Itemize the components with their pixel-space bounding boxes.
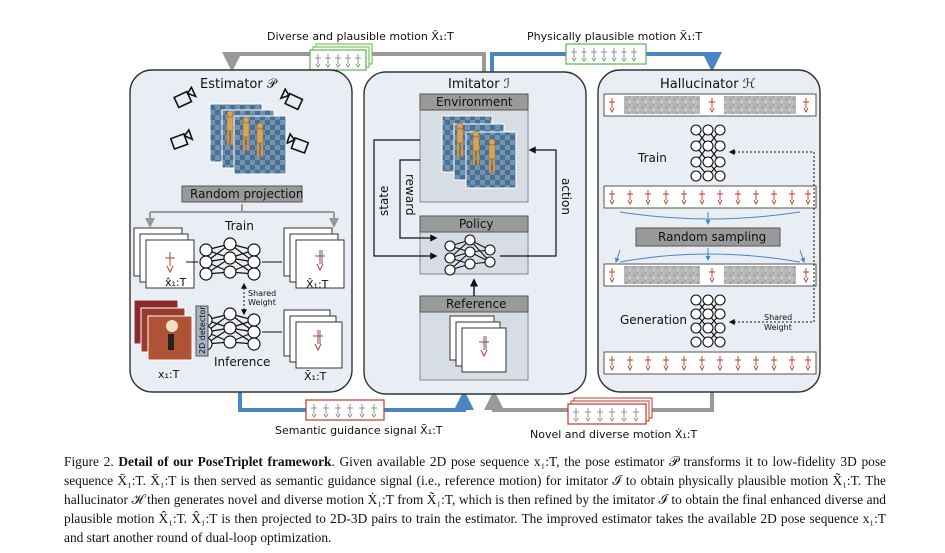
masked-sequence-top [603,93,817,117]
caption-fig: Figure 2. [64,454,114,469]
caption-bold: Detail of our PoseTriplet framework [118,454,332,469]
hallucinator-network-gen [690,294,726,348]
figure-caption: Figure 2. Detail of our PoseTriplet fram… [64,452,886,547]
estimator-title: Estimator 𝒫 [200,77,278,92]
camera-icon [169,85,310,155]
detector-box [195,305,209,357]
sampling-arrow-right [799,249,806,263]
x-hat-label: x̂₁:T [165,276,187,289]
detector-label: 2D detector [198,306,207,354]
action-arrow [500,146,557,257]
hallucinator-panel: Hallucinator ℋ Train [597,69,821,393]
hallucinator-network-train [690,124,726,182]
h-shared-weight-2: Weight [764,323,792,332]
motion-strip-bottom-right [567,397,653,425]
projection-branch [149,204,335,226]
arrow-estimator-to-imitator [238,392,306,412]
motion-strip-top-right [565,43,647,65]
hallucinator-train-label: Train [637,151,667,165]
state-arrow [373,139,438,260]
imitator-title: Imitator ℐ [448,77,510,92]
sampling-curve-top [619,211,801,220]
policy-header [419,215,529,233]
policy-network [444,234,496,276]
arrow-hallucinator-to-imitator [652,392,714,412]
arrow-to-hallucinator-end [646,52,722,72]
environment-scene-stack [441,115,517,189]
pose3d-output-stack [283,309,343,369]
policy-label: Policy [459,217,494,231]
reference-pose-stack [449,315,507,373]
reference-label: Reference [446,297,506,311]
caption-text: . Given available 2D pose sequence x₁:T,… [64,454,886,545]
generated-sequence [603,351,817,375]
state-label: state [377,186,391,216]
reward-arrow [399,159,438,242]
bottom-right-label: Novel and diverse motion Ẋ₁:T [530,428,697,441]
estimator-network-inference [199,307,261,351]
X-bar-label: X̄₁:T [304,370,327,383]
masked-sequence-bottom [603,263,817,287]
loop-arrows [222,52,722,412]
arrow-hallucinator-to-imitator-end [484,390,568,412]
arrow-estimator-to-imitator-end [384,390,474,412]
bottom-left-label: Semantic guidance signal X̄₁:T [275,424,443,437]
arrow-to-hallucinator-top [490,52,566,72]
input-photo-stack [133,299,193,361]
random-projection-label: Random projection [190,187,303,201]
shared-weight-2: Weight [248,298,276,307]
estimator-scene-stack [209,103,287,175]
reward-label: reward [403,174,417,216]
estimator-train-label: Train [224,219,254,233]
hallucinator-title: Hallucinator ℋ [660,77,756,92]
environment-header [419,93,529,111]
sampling-arrow-left [614,249,621,263]
generation-label: Generation [620,313,687,327]
shared-weight-1: Shared [248,289,276,298]
motion-strip-bottom-left [305,399,385,421]
estimator-panel: Estimator 𝒫 Random projection [129,69,353,393]
h-shared-weight-1: Shared [764,313,792,322]
top-right-label: Physically plausible motion X̃₁:T [527,30,702,43]
top-left-label: Diverse and plausible motion X̂₁:T [267,30,454,43]
x-input-label: x₁:T [158,368,180,381]
motion-strip-top-left [309,43,373,71]
inference-label: Inference [214,355,270,369]
hallucinator-shared-weight-link [728,149,815,325]
action-label: action [559,178,573,215]
random-sampling-box [635,227,781,247]
pose2d-stack [133,227,195,289]
sampling-curve-bottom [619,253,801,263]
arrow-to-estimator-top [222,52,316,72]
poset-diagram: Diverse and plausible motion X̂₁:T Physi… [129,30,821,441]
X-hat-label: X̂₁:T [306,278,329,291]
pose3d-stack [283,227,345,289]
random-projection-box [181,185,303,203]
environment-label: Environment [436,95,513,109]
full-sequence-mid [603,185,817,209]
estimator-network-train [199,237,261,281]
imitator-panel: Imitator ℐ Environment Policy Reference [363,71,587,395]
arrow-imitator-up-left [372,52,486,72]
random-sampling-label: Random sampling [658,230,766,244]
